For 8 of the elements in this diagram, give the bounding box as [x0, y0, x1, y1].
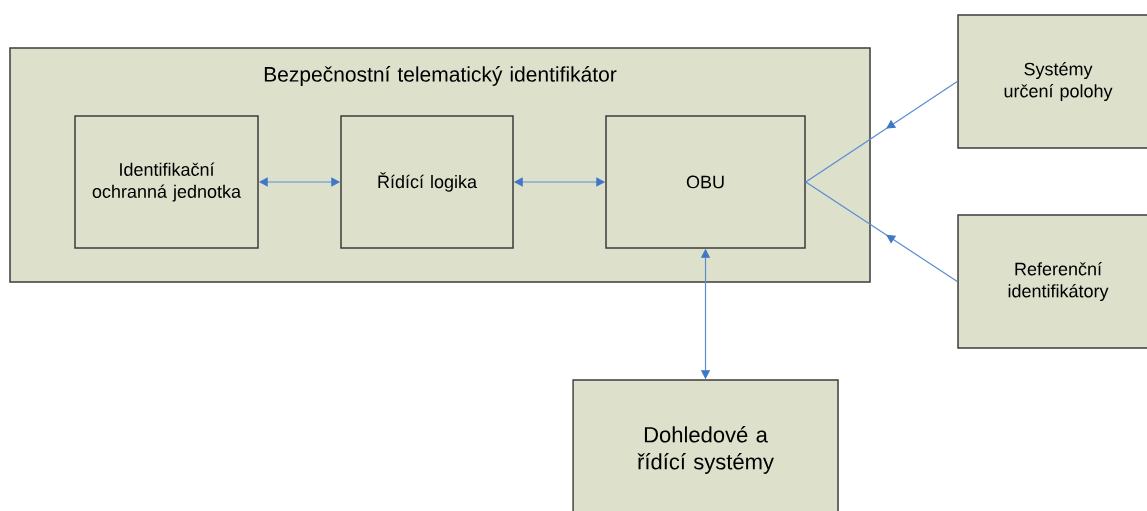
- unit-box: Identifikační ochranná jednotka: [74, 115, 259, 249]
- system-box: Dohledové a řídící systémy: [572, 379, 839, 511]
- system-box: Systémy určení polohy: [957, 14, 1147, 149]
- arrow: [805, 181, 958, 283]
- unit-box: OBU: [605, 115, 806, 249]
- system-box: Referenční identifikátory: [957, 214, 1147, 349]
- unit-box: Řídící logika: [340, 115, 514, 249]
- arrow: [805, 80, 958, 183]
